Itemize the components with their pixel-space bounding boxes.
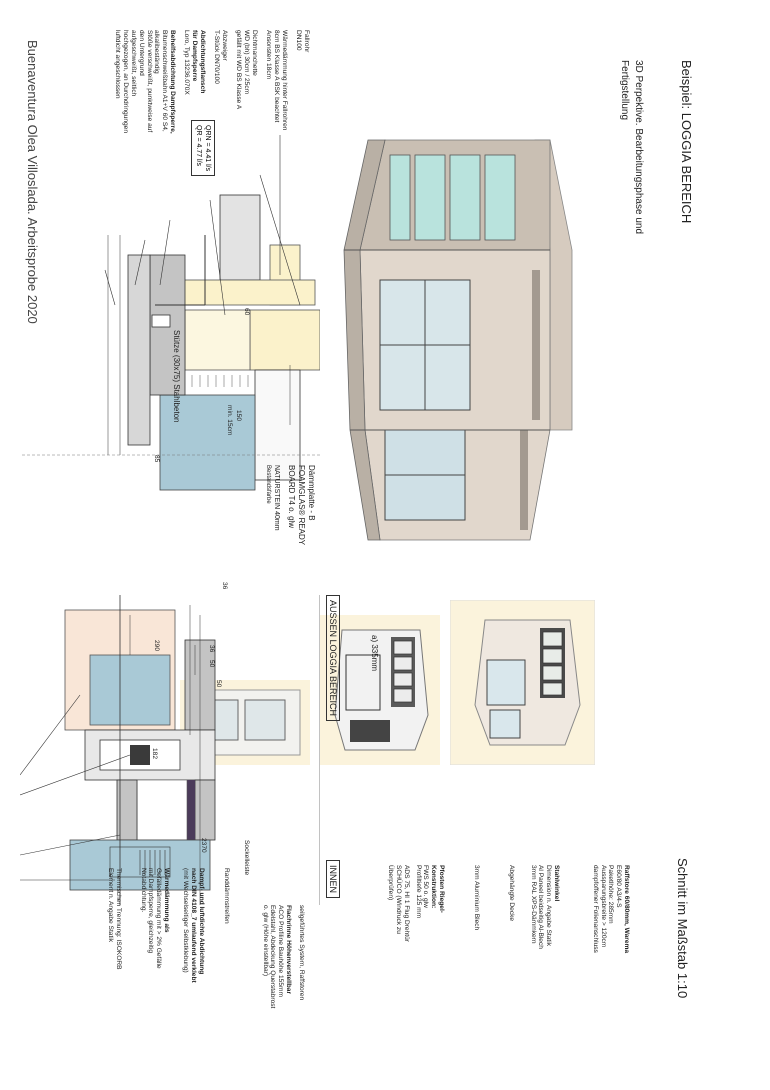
label-aluminium-blech: 3mm Aluminium Blech	[473, 865, 480, 931]
label-raffstore: Raffstore 60/80mm, Warema E60/80 A3/4-S …	[591, 865, 630, 954]
label-isokorb: Thermischen Trennung: ISOKORB Element n.…	[107, 868, 122, 970]
label-flachrinne: Flachrinne Höhenverstellbar ACO Profilin…	[261, 905, 292, 1009]
thumbnail-3d-loggia-1	[450, 600, 595, 765]
label-randdaemmstreifen: Randdämmstreifen	[223, 868, 230, 924]
label-sockelleiste: Sockelleiste	[243, 840, 250, 876]
thumbnail-3d-loggia-2	[320, 615, 440, 765]
label-gefaelledaemmung: Wärmedämmung als Gefälledämmung mit > 2%…	[139, 868, 170, 969]
label-raffstoren-system: seilgeführtes System, Raffstoren	[298, 905, 305, 1001]
label-abgehaengte-decke: Abgehängte Decke	[508, 865, 515, 922]
section-detail-drawing	[20, 135, 320, 905]
label-pfosten-riegel: Pfosten Riegel- Konstruktion: FWS 50 o. …	[414, 865, 445, 919]
label-ads-tuer: ADS 75, HI 1 Flug Drehtür SCHÜCO (Windru…	[387, 865, 410, 942]
label-dampf-abdichtung: Dampf- und luftdichte Abdichtung nach DI…	[182, 868, 205, 983]
loggia-3d-perspective	[343, 139, 573, 541]
label-stahlwinkel: Stahlwinkel Dimension n. Angabe Statik A…	[529, 865, 560, 949]
